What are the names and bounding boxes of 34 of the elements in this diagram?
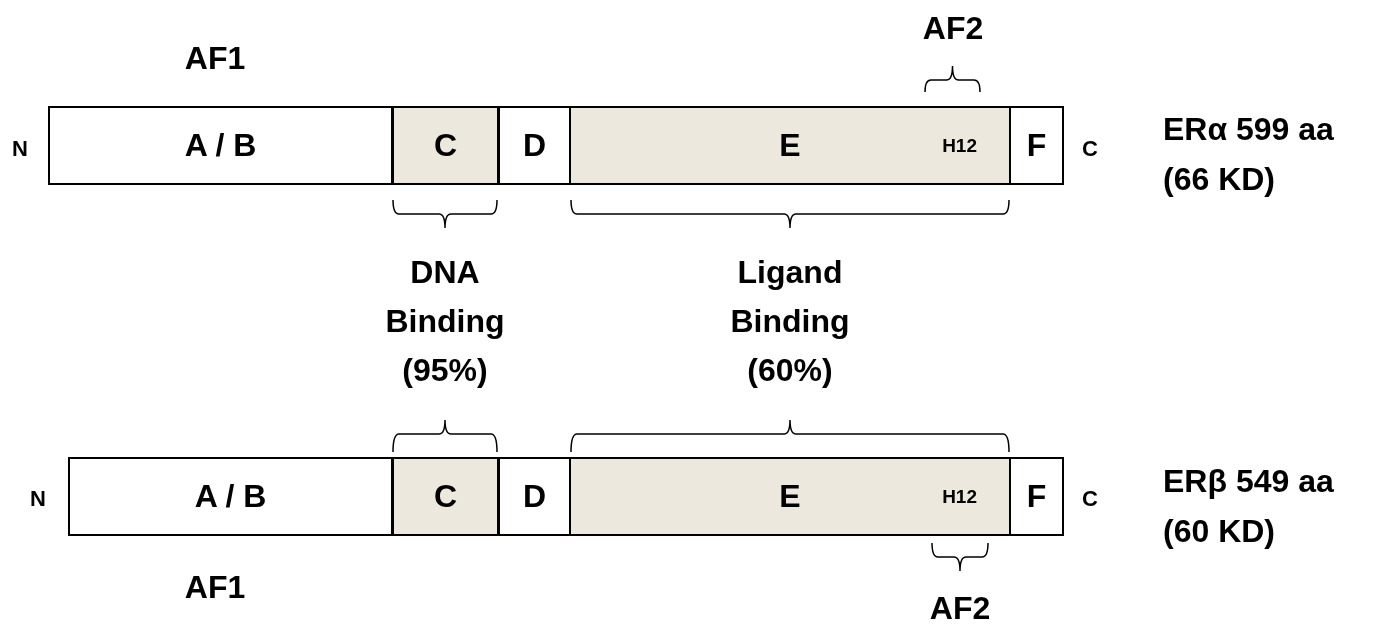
- annotation-label: AF2: [921, 9, 985, 48]
- domain-letter: C: [433, 127, 458, 164]
- domain-segment: [1009, 457, 1064, 536]
- domain-segment: [497, 457, 571, 536]
- domain-letter: D: [522, 478, 547, 515]
- annotation-label: AF1: [183, 39, 247, 78]
- domain-letter: E: [779, 478, 801, 515]
- domain-segment: [391, 106, 499, 185]
- domain-letter: A / B: [194, 478, 267, 515]
- annotation-label: C: [1081, 135, 1099, 163]
- helix-label: H12: [942, 485, 977, 508]
- domain-segment: [1009, 106, 1064, 185]
- annotation-label: ERα 599 aa (66 KD): [1163, 110, 1335, 199]
- domain-letter: A / B: [184, 127, 257, 164]
- annotation-label: DNA Binding (95%): [384, 253, 506, 390]
- annotation-label: Ligand Binding (60%): [729, 253, 851, 390]
- annotation-label: ERβ 549 aa (60 KD): [1163, 462, 1335, 551]
- domain-segment: [497, 106, 571, 185]
- annotation-label: AF1: [183, 568, 247, 607]
- domain-letter: F: [1026, 478, 1047, 515]
- annotation-label: C: [1081, 485, 1099, 513]
- domain-letter: F: [1026, 127, 1047, 164]
- domain-segment: [391, 457, 499, 536]
- domain-letter: D: [522, 127, 547, 164]
- domain-segment: [569, 457, 1011, 536]
- domain-segment: [68, 457, 393, 536]
- domain-segment: [48, 106, 393, 185]
- annotation-label: N: [29, 485, 47, 513]
- helix-label: H12: [942, 134, 977, 157]
- annotation-label: N: [11, 135, 29, 163]
- domain-letter: E: [779, 127, 801, 164]
- annotation-label: AF2: [928, 589, 992, 628]
- domain-segment: [569, 106, 1011, 185]
- domain-letter: C: [433, 478, 458, 515]
